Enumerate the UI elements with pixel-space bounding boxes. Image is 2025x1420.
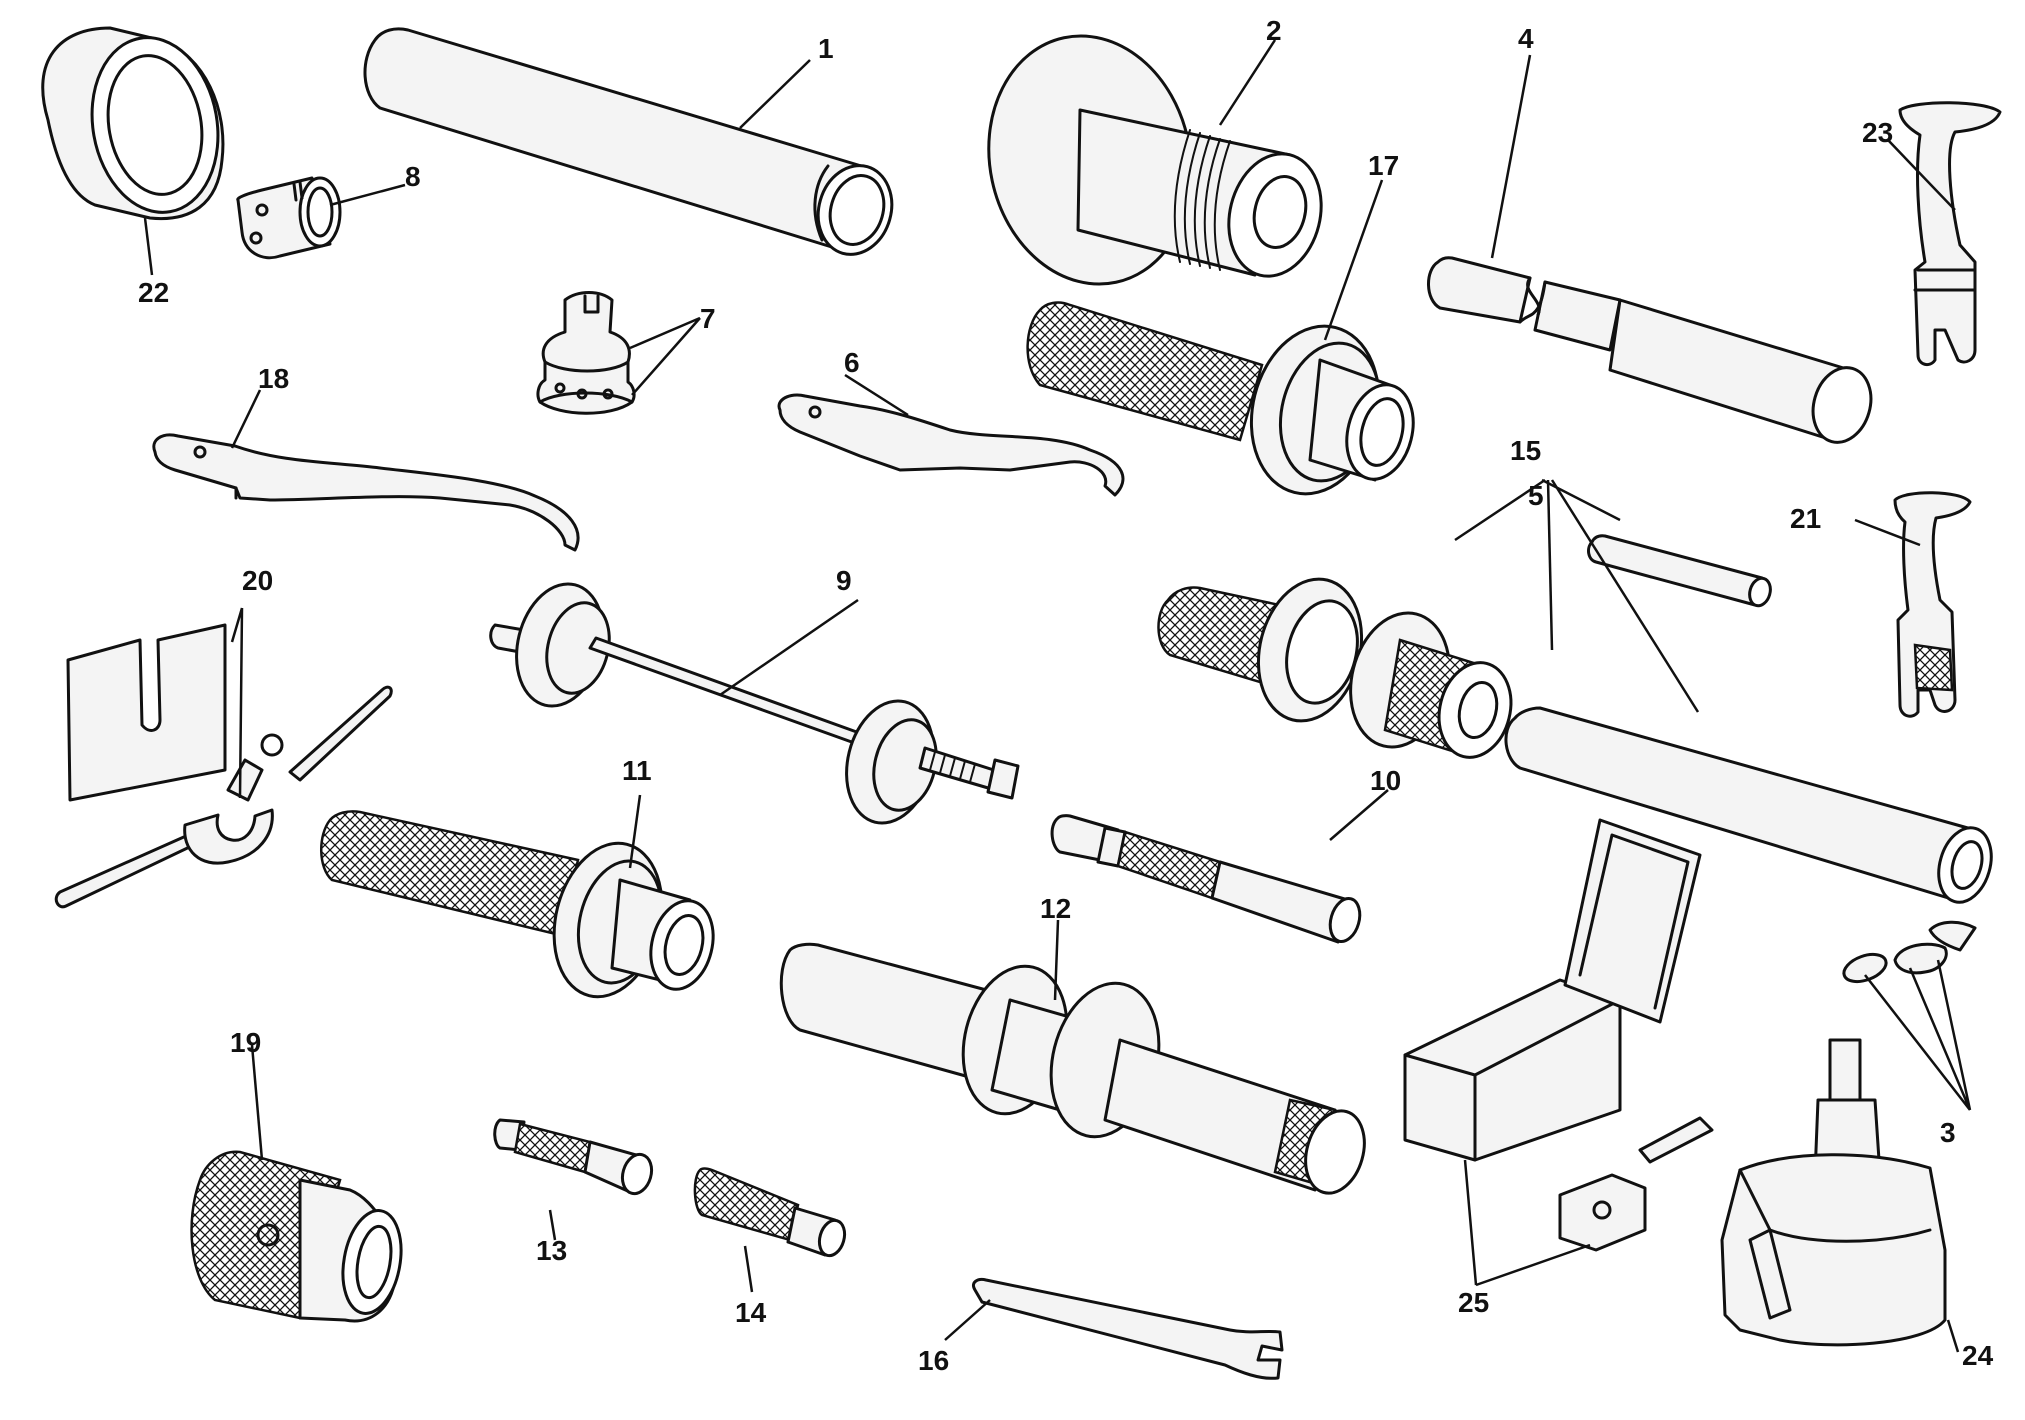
callout-labels: 1 2 3 4 5 6 7 8 9 10 11 12 13 14 15 16 1… [138, 15, 1994, 1376]
label-7: 7 [700, 303, 716, 334]
leader-lines [143, 39, 1972, 1353]
label-24: 24 [1962, 1340, 1994, 1371]
label-12: 12 [1040, 893, 1071, 924]
label-6: 6 [844, 347, 860, 378]
label-4: 4 [1518, 23, 1534, 54]
part-25-case [1403, 818, 1714, 1252]
label-15: 15 [1510, 435, 1541, 466]
part-24-chain-tool [1720, 1038, 1947, 1347]
label-14: 14 [735, 1297, 767, 1328]
label-2: 2 [1266, 15, 1282, 46]
part-9-slide-hammer [489, 582, 1020, 825]
part-12-long-driver [779, 942, 1366, 1195]
label-19: 19 [230, 1027, 261, 1058]
label-1: 1 [818, 33, 834, 64]
label-9: 9 [836, 565, 852, 596]
label-5: 5 [1528, 480, 1544, 511]
part-22-ring [41, 26, 225, 221]
label-17: 17 [1368, 150, 1399, 181]
label-11: 11 [622, 755, 652, 786]
part-19-knurled-nut [190, 1150, 403, 1323]
part-17-driver [1026, 301, 1415, 496]
part-8-bushing [236, 176, 342, 260]
part-16-wrench [971, 1278, 1284, 1380]
part-13-stud [493, 1118, 654, 1196]
part-4-guide-shaft [1427, 256, 1873, 444]
part-23-hook-tool [1898, 101, 2002, 367]
label-18: 18 [258, 363, 289, 394]
label-21: 21 [1790, 503, 1821, 534]
part-15-pin [1587, 534, 1772, 608]
label-10: 10 [1370, 765, 1401, 796]
part-18-hook-wrench [152, 433, 580, 552]
part-6-hook-wrench [777, 393, 1125, 497]
part-1-tube [363, 27, 894, 256]
part-7-adapter [536, 291, 636, 415]
part-20-gauge [54, 623, 393, 909]
label-16: 16 [918, 1345, 949, 1376]
label-23: 23 [1862, 117, 1893, 148]
label-13: 13 [536, 1235, 567, 1266]
part-21-hook-tool [1893, 491, 1972, 718]
part-10-driver [1050, 814, 1362, 944]
part-3-chain-links [1842, 920, 1977, 984]
part-2-puller [987, 34, 1323, 286]
label-25: 25 [1458, 1287, 1489, 1318]
label-8: 8 [405, 161, 421, 192]
part-11-driver [320, 810, 715, 999]
part-5-driver-set [1157, 577, 1993, 904]
label-22: 22 [138, 277, 169, 308]
part-14-stud [693, 1167, 847, 1258]
label-3: 3 [1940, 1117, 1956, 1148]
label-20: 20 [242, 565, 273, 596]
